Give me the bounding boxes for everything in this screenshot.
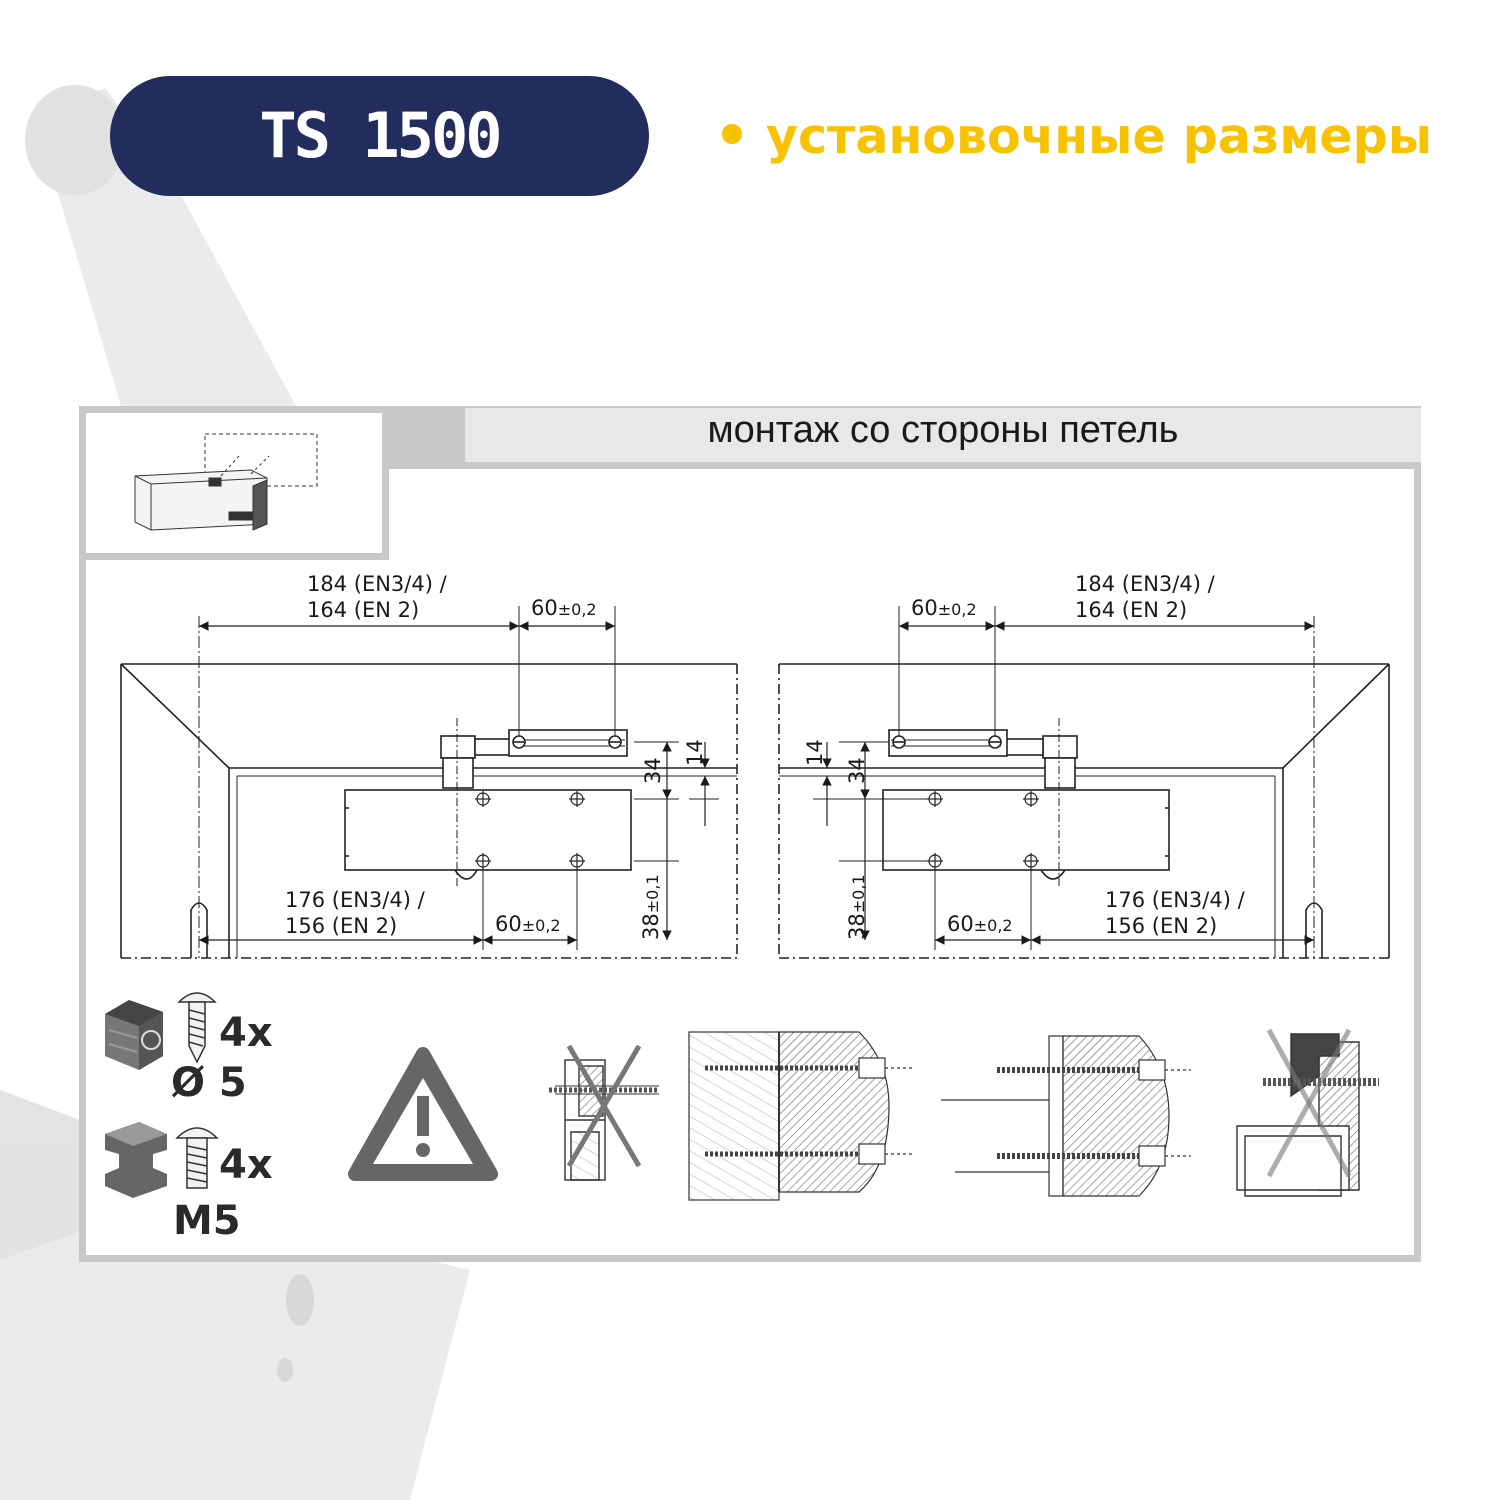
right-bottom-dim-line2: 156 (EN 2) — [1105, 914, 1218, 938]
product-title: TS 1500 — [259, 99, 502, 172]
left-bottom-dim-line2: 156 (EN 2) — [285, 914, 398, 938]
left-v-14: 14 — [683, 739, 707, 766]
right-v-14: 14 — [803, 739, 827, 766]
right-top-dim-line2: 164 (EN 2) — [1075, 598, 1188, 622]
screw-in-wood-icon — [688, 1031, 915, 1201]
wood-screw-count: 4x — [219, 1010, 273, 1056]
left-v-38: 38±0,1 — [639, 874, 663, 940]
panel-heading: монтаж со стороны петель — [707, 409, 1179, 451]
profile-door-icon — [1236, 1028, 1379, 1197]
left-mounting-drawing — [120, 606, 738, 959]
right-bottom-pitch: 60±0,2 — [947, 912, 1013, 936]
left-bottom-pitch: 60±0,2 — [495, 912, 561, 936]
product-title-pill: TS 1500 — [110, 76, 649, 196]
left-top-dim-line2: 164 (EN 2) — [307, 598, 420, 622]
panel-heading-bar — [465, 408, 1421, 462]
subtitle: установочные размеры — [722, 102, 1432, 172]
metal-screw-count: 4x — [219, 1142, 273, 1188]
right-mounting-drawing — [778, 606, 1390, 959]
right-v-34: 34 — [845, 757, 869, 784]
left-bottom-dim-line1: 176 (EN3/4) / — [285, 888, 425, 912]
closer-thumbnail-icon — [134, 433, 318, 531]
bullet-dot-icon — [722, 123, 742, 144]
left-top-dim-line1: 184 (EN3/4) / — [307, 572, 447, 596]
through-bolt-icon — [941, 1035, 1191, 1197]
subtitle-text: установочные размеры — [766, 108, 1433, 165]
metal-profile-icon — [105, 1122, 167, 1198]
metal-screw-size: M5 — [173, 1198, 241, 1244]
right-bottom-dim-line1: 176 (EN3/4) / — [1105, 888, 1245, 912]
installation-drawing — [79, 406, 1421, 1262]
left-top-pitch: 60±0,2 — [531, 596, 597, 620]
warning-icon — [348, 1047, 498, 1181]
left-v-34: 34 — [641, 757, 665, 784]
wood-screw-icon — [177, 992, 217, 1064]
right-top-dim-line1: 184 (EN3/4) / — [1075, 572, 1215, 596]
wrong-fixing-icon — [549, 1044, 659, 1181]
wood-block-icon — [105, 1000, 163, 1070]
wood-screw-size: Ø 5 — [171, 1060, 247, 1106]
right-top-pitch: 60±0,2 — [911, 596, 977, 620]
installation-panel: монтаж со стороны петель 184 (EN3/4) / 1… — [79, 406, 1421, 1262]
metal-screw-icon — [175, 1127, 219, 1189]
right-v-38: 38±0,1 — [845, 874, 869, 940]
